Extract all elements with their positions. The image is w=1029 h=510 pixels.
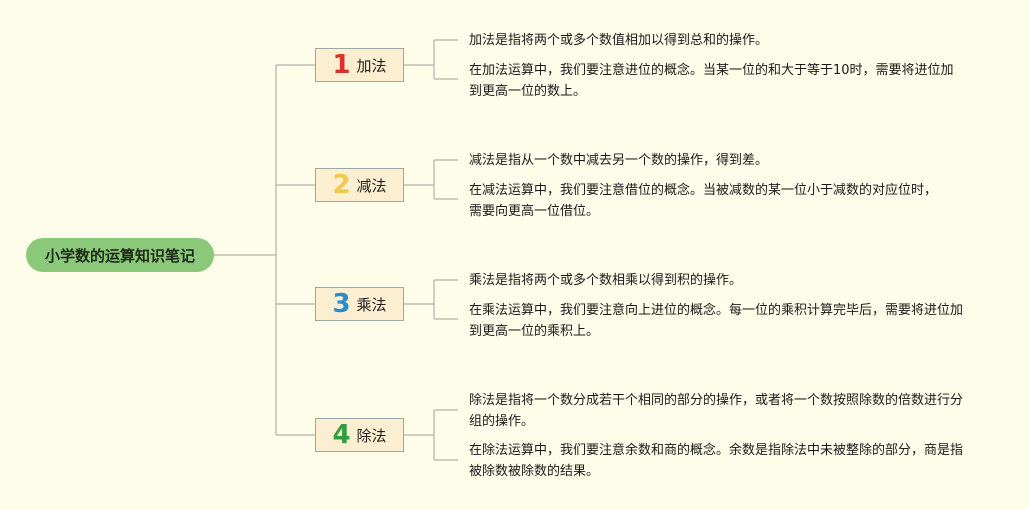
- note-connector-2: [404, 159, 458, 200]
- number-2-icon: 2: [332, 170, 351, 200]
- note-connector-4: [404, 409, 458, 461]
- note-division-remainder: 在除法运算中，我们要注意余数和商的概念。余数是指除法中未被整除的部分，商是指被除…: [469, 443, 964, 479]
- branch-multiplication[interactable]: 3 乘法: [315, 287, 404, 321]
- note-connector-3: [404, 279, 458, 320]
- note-subtraction-definition: 减法是指从一个数中减去另一个数的操作，得到差。: [469, 153, 769, 168]
- note-connector-1: [404, 39, 458, 80]
- note-division-definition: 除法是指将一个数分成若干个相同的部分的操作，或者将一个数按照除数的倍数进行分组的…: [469, 393, 964, 429]
- branch-subtraction[interactable]: 2 减法: [315, 168, 404, 202]
- number-1-icon: 1: [332, 50, 351, 80]
- branch-addition[interactable]: 1 加法: [315, 48, 404, 82]
- number-3-icon: 3: [332, 289, 351, 319]
- note-addition-carry: 在加法运算中，我们要注意进位的概念。当某一位的和大于等于10时，需要将进位加到更…: [469, 63, 954, 99]
- branch-label: 加法: [356, 56, 387, 75]
- root-topic[interactable]: 小学数的运算知识笔记: [26, 238, 214, 272]
- branch-label: 减法: [356, 176, 387, 195]
- branch-label: 乘法: [356, 295, 387, 314]
- branch-label: 除法: [356, 426, 387, 445]
- number-4-icon: 4: [332, 420, 351, 450]
- note-addition-definition: 加法是指将两个或多个数值相加以得到总和的操作。: [469, 33, 769, 48]
- root-topic-label: 小学数的运算知识笔记: [44, 246, 195, 265]
- note-multiplication-definition: 乘法是指将两个或多个数相乘以得到积的操作。: [469, 273, 743, 288]
- branch-division[interactable]: 4 除法: [315, 418, 404, 452]
- note-multiplication-carry: 在乘法运算中，我们要注意向上进位的概念。每一位的乘积计算完毕后，需要将进位加到更…: [469, 303, 964, 339]
- note-subtraction-borrow: 在减法运算中，我们要注意借位的概念。当被减数的某一位小于减数的对应位时，需要向更…: [469, 183, 938, 219]
